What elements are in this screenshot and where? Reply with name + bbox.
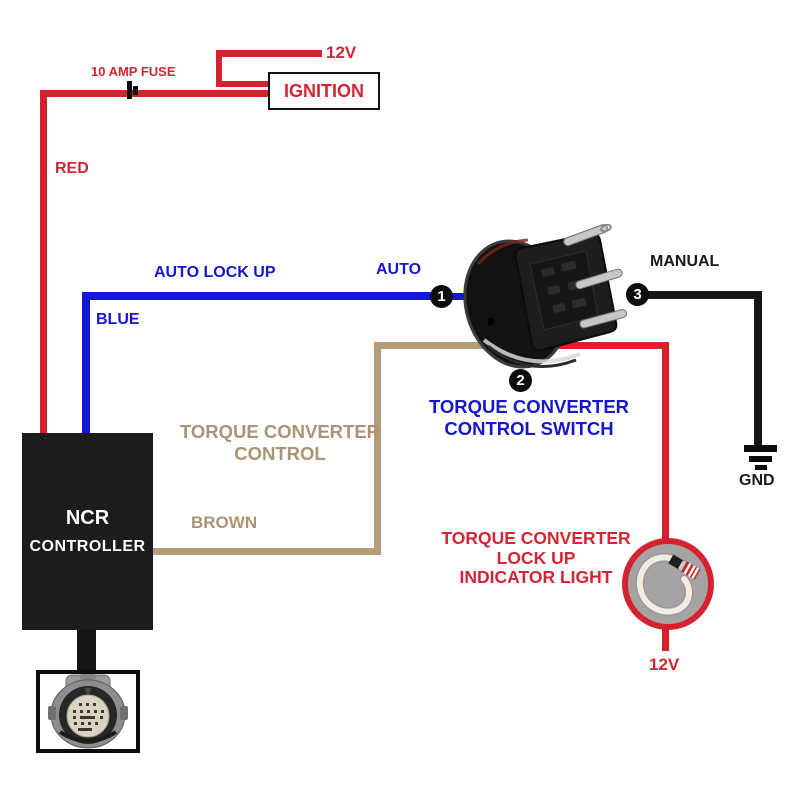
auto-lock-up-label: AUTO LOCK UP [154,264,276,281]
indicator-label-line3: INDICATOR LIGHT [459,567,613,587]
manual-label: MANUAL [650,253,720,270]
rocker-switch-photo [463,224,628,369]
blue-wire-label: BLUE [96,311,140,328]
twelve-v-bottom-label: 12V [649,655,680,674]
terminal-3-marker: 3 [626,283,649,306]
terminal-1-number: 1 [437,288,446,305]
red-wire-below-light [662,624,669,651]
fuse-icon [133,86,138,95]
connector-box [36,670,140,753]
brown-wire-upper [374,342,550,349]
blue-wire-vertical [82,292,90,437]
switch-label-line2: CONTROL SWITCH [444,417,614,439]
black-wire-horizontal [648,291,760,299]
ground-icon [749,456,772,462]
ncr-controller-box: NCR CONTROLLER [22,433,153,630]
ignition-box: IGNITION [268,72,380,110]
round-connector-photo [48,674,128,749]
black-wire-vertical [754,291,762,449]
tc-control-line1: TORQUE CONVERTER [179,421,381,442]
red-wire-12v-horizontal [216,50,322,57]
fuse-label: 10 AMP FUSE [91,64,176,79]
blue-wire-switch-stub [450,293,468,300]
terminal-2-marker: 2 [509,369,532,392]
red-wire-horizontal-fuse [40,90,271,97]
terminal-3-number: 3 [633,286,642,303]
red-wire-switch-to-light [550,342,669,349]
gnd-label: GND [739,472,775,489]
indicator-light-label: TORQUE CONVERTER LOCK UP INDICATOR LIGHT [441,528,631,588]
blue-wire-horizontal [82,292,434,300]
indicator-label-line2: LOCK UP [496,547,576,568]
twelve-v-top-label: 12V [326,43,357,62]
ignition-label: IGNITION [284,80,364,101]
red-wire-vertical [40,90,47,437]
terminal-2-number: 2 [516,372,525,389]
red-wire-label: RED [55,160,89,177]
indicator-label-line1: TORQUE CONVERTER [441,528,631,548]
red-wire-ignition-stub [216,81,270,87]
controller-trunk-wire [77,630,96,672]
terminal-1-marker: 1 [430,285,453,308]
brown-wire-vertical [374,342,381,555]
switch-label: TORQUE CONVERTER CONTROL SWITCH [429,396,629,439]
brown-wire-lower [153,548,381,555]
torque-converter-control-label: TORQUE CONVERTER CONTROL [180,421,380,465]
controller-name-line2: CONTROLLER [29,538,146,555]
ground-icon [755,465,767,470]
switch-label-line1: TORQUE CONVERTER [428,396,630,417]
controller-name-line1: NCR [65,507,110,529]
brown-wire-label: BROWN [191,513,258,532]
fuse-icon [127,81,132,99]
auto-label: AUTO [376,261,422,278]
red-wire-light-vertical [662,345,669,550]
tc-control-line2: CONTROL [234,443,326,464]
indicator-light-photo [622,538,714,630]
ground-icon [744,445,777,452]
red-wire-12v-vertical [216,50,222,85]
